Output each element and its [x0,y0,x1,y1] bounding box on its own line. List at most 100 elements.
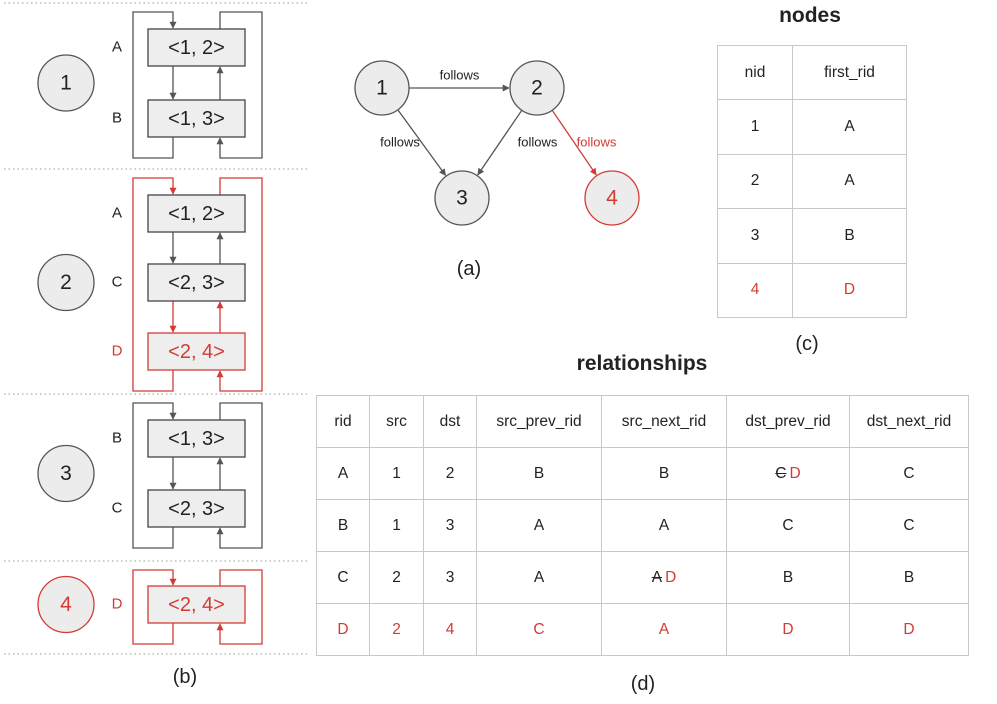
relationships-table-title: relationships [576,352,708,375]
panel-d-caption: (d) [630,673,656,695]
record-pair-label: <1, 3> [168,428,225,450]
table-cell: A [601,603,727,656]
table-cell: 1 [717,99,793,155]
record-box [147,263,246,302]
record-rid-label: B [112,109,122,126]
graph-node [434,170,490,226]
table-cell: B [316,499,370,552]
record-pair-label: <1, 2> [168,203,225,225]
table-cell: A [316,447,370,500]
table-cell: 3 [717,208,793,264]
table-cell: 2 [717,153,793,209]
table-cell: 3 [423,499,477,552]
node-circle [37,575,95,634]
table-cell: C [316,551,370,604]
record-rid-label: C [112,273,123,290]
graph-node [354,60,410,116]
table-cell: B [792,208,907,264]
record-rid-label: D [112,595,123,612]
record-box [147,99,246,138]
graph-node-label: 3 [456,187,468,210]
table-cell: C [476,603,602,656]
record-pair-label: <2, 3> [168,498,225,520]
record-pair-label: <1, 2> [168,37,225,59]
record-pair-label: <2, 4> [168,341,225,363]
relationships-table: rid src dst src_prev_rid src_next_rid ds… [316,395,969,656]
edge-label: follows [440,67,480,82]
table-cell: A [792,153,907,209]
record-pair-label: <2, 3> [168,272,225,294]
column-header: dst_prev_rid [726,395,850,448]
prev-chain-frame [132,11,177,159]
node-label: 3 [60,462,72,485]
graph-edge [397,109,447,176]
table-cell: 4 [423,603,477,656]
graph-edge [551,109,597,176]
node-label: 1 [60,72,72,95]
prev-chain-frame [132,569,177,645]
graph-node-label: 1 [376,77,388,100]
node-circle [37,444,95,503]
graph-edge [477,109,523,176]
next-chain-frame [216,11,263,159]
prev-chain-frame [132,402,177,549]
table-cell: A [601,499,727,552]
table-cell: 2 [369,603,424,656]
new-value: D [665,568,677,586]
record-box [147,194,246,233]
node-label: 2 [60,271,72,294]
record-box [147,332,246,371]
table-cell: A [792,99,907,155]
table-cell: 1 [369,499,424,552]
table-cell: B [476,447,602,500]
old-value: C [775,464,787,482]
record-pair-label: <2, 4> [168,594,225,616]
record-pair-label: <1, 3> [168,108,225,130]
table-cell: 3 [423,551,477,604]
table-cell: D [792,262,907,318]
record-box [147,585,246,624]
graph-node [584,170,640,226]
record-rid-label: A [112,38,122,55]
record-rid-label: C [112,499,123,516]
table-cell: C [849,499,969,552]
graph-node-label: 2 [531,77,543,100]
record-rid-label: A [112,204,122,221]
table-cell: D [726,603,850,656]
next-chain-frame [216,402,263,549]
node-circle [37,54,95,112]
nodes-table-title: nodes [779,4,841,27]
next-chain-frame [216,177,263,392]
panel-c-caption: (c) [795,333,819,355]
record-box [147,489,246,528]
edge-label: follows [577,134,617,149]
edge-label: follows [518,134,558,149]
table-cell: B [601,447,727,500]
table-cell: B [849,551,969,604]
panel-a-caption: (a) [456,258,482,280]
column-header: src [369,395,424,448]
table-cell: A [476,499,602,552]
record-rid-label: B [112,429,122,446]
column-header: first_rid [792,45,907,100]
table-cell: D [849,603,969,656]
graph-node [509,60,565,116]
record-box [147,419,246,458]
table-cell: D [316,603,370,656]
record-rid-label: D [112,342,123,359]
record-box [147,28,246,67]
column-header: rid [316,395,370,448]
old-value: A [651,568,663,586]
new-value: D [789,464,801,482]
graph-node-label: 4 [606,187,618,210]
